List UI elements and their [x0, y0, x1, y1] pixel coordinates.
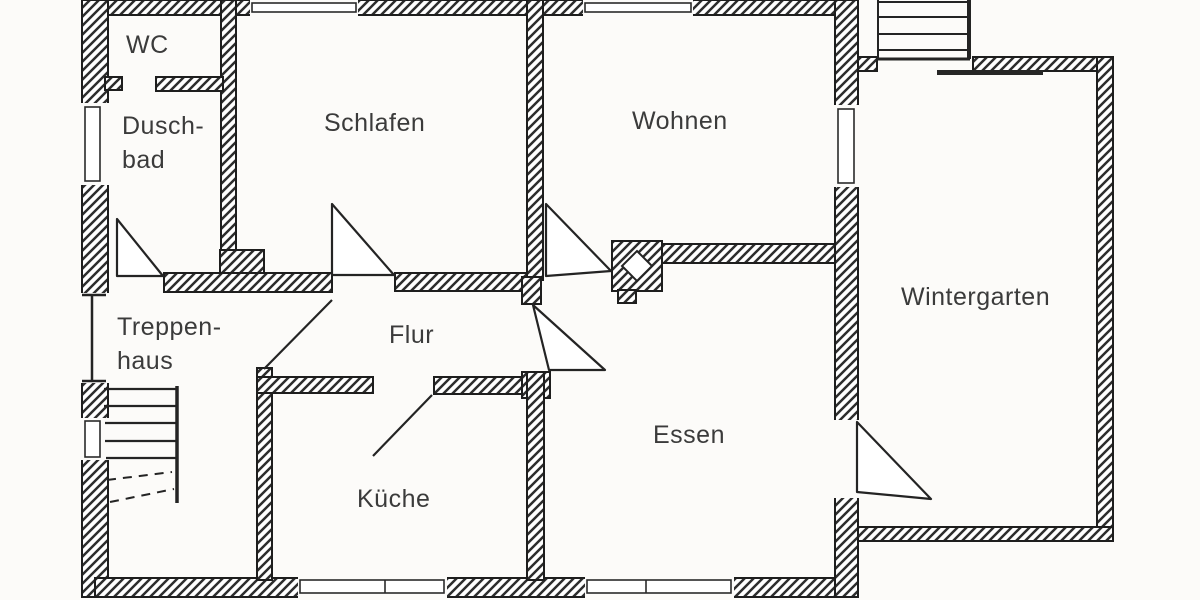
wall-schlafen-wohnen	[526, 0, 544, 281]
door-duschbad	[115, 217, 165, 278]
room-label-wintergarten: Wintergarten	[901, 283, 1051, 311]
door-opening-essen-wintergarten	[833, 420, 860, 498]
door-wintergarten-entry-leaf	[937, 70, 1043, 75]
wall-wintergarten-bottom	[857, 526, 1114, 542]
window-wintergarten-frame	[837, 108, 855, 184]
room-label-essen: Essen	[653, 421, 725, 449]
room-label-duschbad-1: Dusch-	[122, 112, 205, 140]
wall-wintergarten-top	[972, 56, 1113, 72]
wall-kueche-left	[256, 367, 273, 581]
window-kueche-frame	[299, 579, 445, 594]
chimney-flue	[620, 249, 654, 283]
window-essen-frame	[586, 579, 732, 594]
chimney-stub	[617, 289, 637, 304]
door-wohnen	[544, 202, 613, 278]
stair-cut-line	[106, 471, 173, 481]
window-treppenhaus-frame	[84, 420, 101, 458]
wall-right	[834, 0, 859, 598]
room-label-treppenhaus-1: Treppen-	[117, 313, 222, 341]
door-kueche-leaf	[372, 394, 433, 457]
interior-stairs	[104, 386, 179, 503]
window-duschbad-frame	[84, 106, 101, 182]
stair-cut-line	[109, 488, 175, 503]
wall-wc-divider	[155, 76, 224, 92]
wall-hall-west	[163, 272, 333, 293]
wall-kueche-top	[256, 376, 374, 394]
room-label-kueche: Küche	[357, 485, 431, 513]
entry-section-opening	[80, 293, 110, 383]
door-schlafen	[330, 202, 396, 277]
exterior-stairs	[876, 0, 971, 61]
wall-wintergarten-right	[1096, 56, 1114, 542]
room-label-schlafen: Schlafen	[324, 109, 426, 137]
windows-group	[80, 0, 860, 598]
doors-group	[115, 70, 1043, 501]
wall-bottom	[94, 577, 859, 598]
room-label-flur: Flur	[389, 321, 435, 349]
door-essen	[531, 303, 607, 372]
room-label-duschbad-2: bad	[122, 146, 166, 174]
window-schlafen-frame	[251, 2, 357, 13]
wall-wc-divider-stub	[104, 76, 123, 91]
room-label-treppenhaus-2: haus	[117, 347, 174, 375]
door-treppenhaus-leaf	[263, 299, 333, 370]
door-wintergarten	[855, 420, 933, 501]
wall-hall-east	[394, 272, 533, 292]
wall-top	[94, 0, 859, 16]
window-wohnen-frame	[584, 2, 692, 13]
room-label-wohnen: Wohnen	[632, 107, 728, 135]
wall-kueche-essen	[526, 371, 545, 581]
wall-wc-schlafen	[220, 0, 237, 279]
wall-wintergarten-stub	[857, 56, 878, 72]
wall-schlafen-wohnen-foot	[521, 276, 542, 305]
wall-wohnen-bottom	[654, 243, 836, 264]
room-label-wc: WC	[126, 31, 169, 59]
